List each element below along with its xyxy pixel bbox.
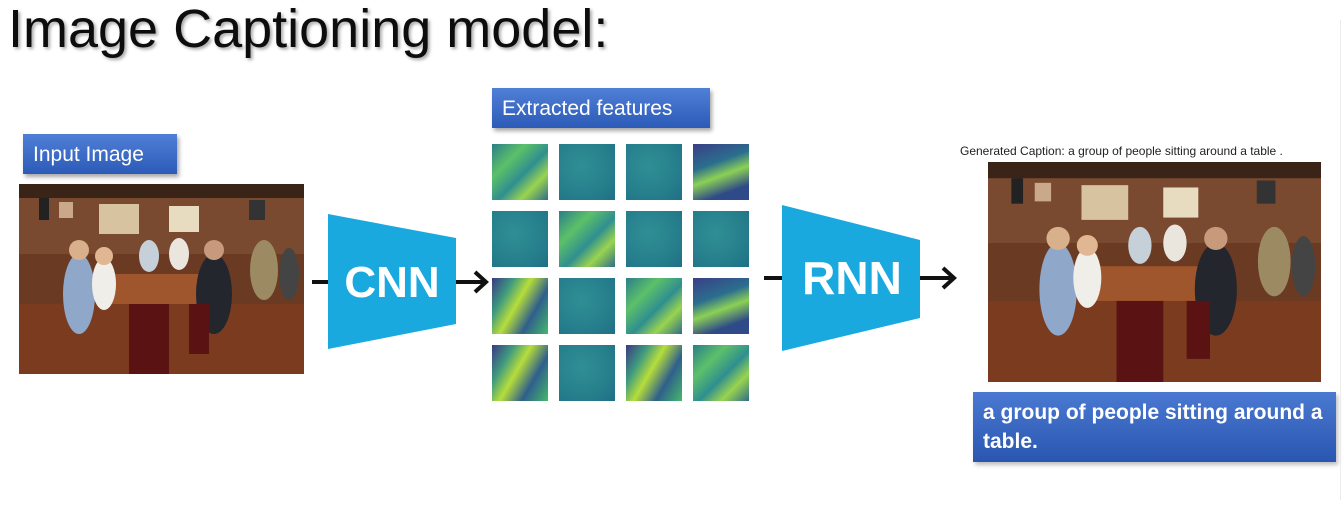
cnn-trapezoid: [328, 214, 456, 349]
feature-map-tile: [693, 345, 749, 401]
extracted-features-label-text: Extracted features: [502, 96, 673, 120]
feature-map-tile: [626, 144, 682, 200]
arrowhead-icon: [473, 270, 489, 294]
rnn-label: RNN: [802, 252, 902, 304]
feature-map-tile: [693, 211, 749, 267]
output-caption-box: a group of people sitting around a table…: [973, 392, 1336, 462]
feature-map-tile: [492, 278, 548, 334]
restaurant-photo: [988, 162, 1321, 382]
feature-map-tile: [626, 211, 682, 267]
feature-map-tile: [626, 278, 682, 334]
input-image: [19, 184, 304, 374]
feature-map-tile: [559, 278, 615, 334]
input-image-label-text: Input Image: [33, 142, 144, 166]
feature-map-tile: [559, 144, 615, 200]
feature-map-tile: [492, 211, 548, 267]
input-image-label: Input Image: [23, 134, 177, 174]
restaurant-photo: [19, 184, 304, 374]
feature-map-tile: [693, 278, 749, 334]
feature-map-tile: [559, 211, 615, 267]
generated-caption-text: Generated Caption: a group of people sit…: [960, 144, 1283, 158]
divider: [1340, 20, 1341, 500]
arrowhead-icon: [941, 266, 957, 290]
extracted-features-label: Extracted features: [492, 88, 710, 128]
rnn-block: RNN: [764, 205, 957, 351]
slide-title: Image Captioning model:: [8, 0, 609, 59]
feature-map-tile: [693, 144, 749, 200]
rnn-trapezoid: [782, 205, 920, 351]
output-image: [988, 162, 1321, 382]
feature-map-tile: [492, 144, 548, 200]
feature-map-tile: [626, 345, 682, 401]
feature-map-tile: [492, 345, 548, 401]
feature-map-tile: [559, 345, 615, 401]
cnn-block: CNN: [312, 214, 489, 349]
cnn-label: CNN: [344, 258, 439, 307]
